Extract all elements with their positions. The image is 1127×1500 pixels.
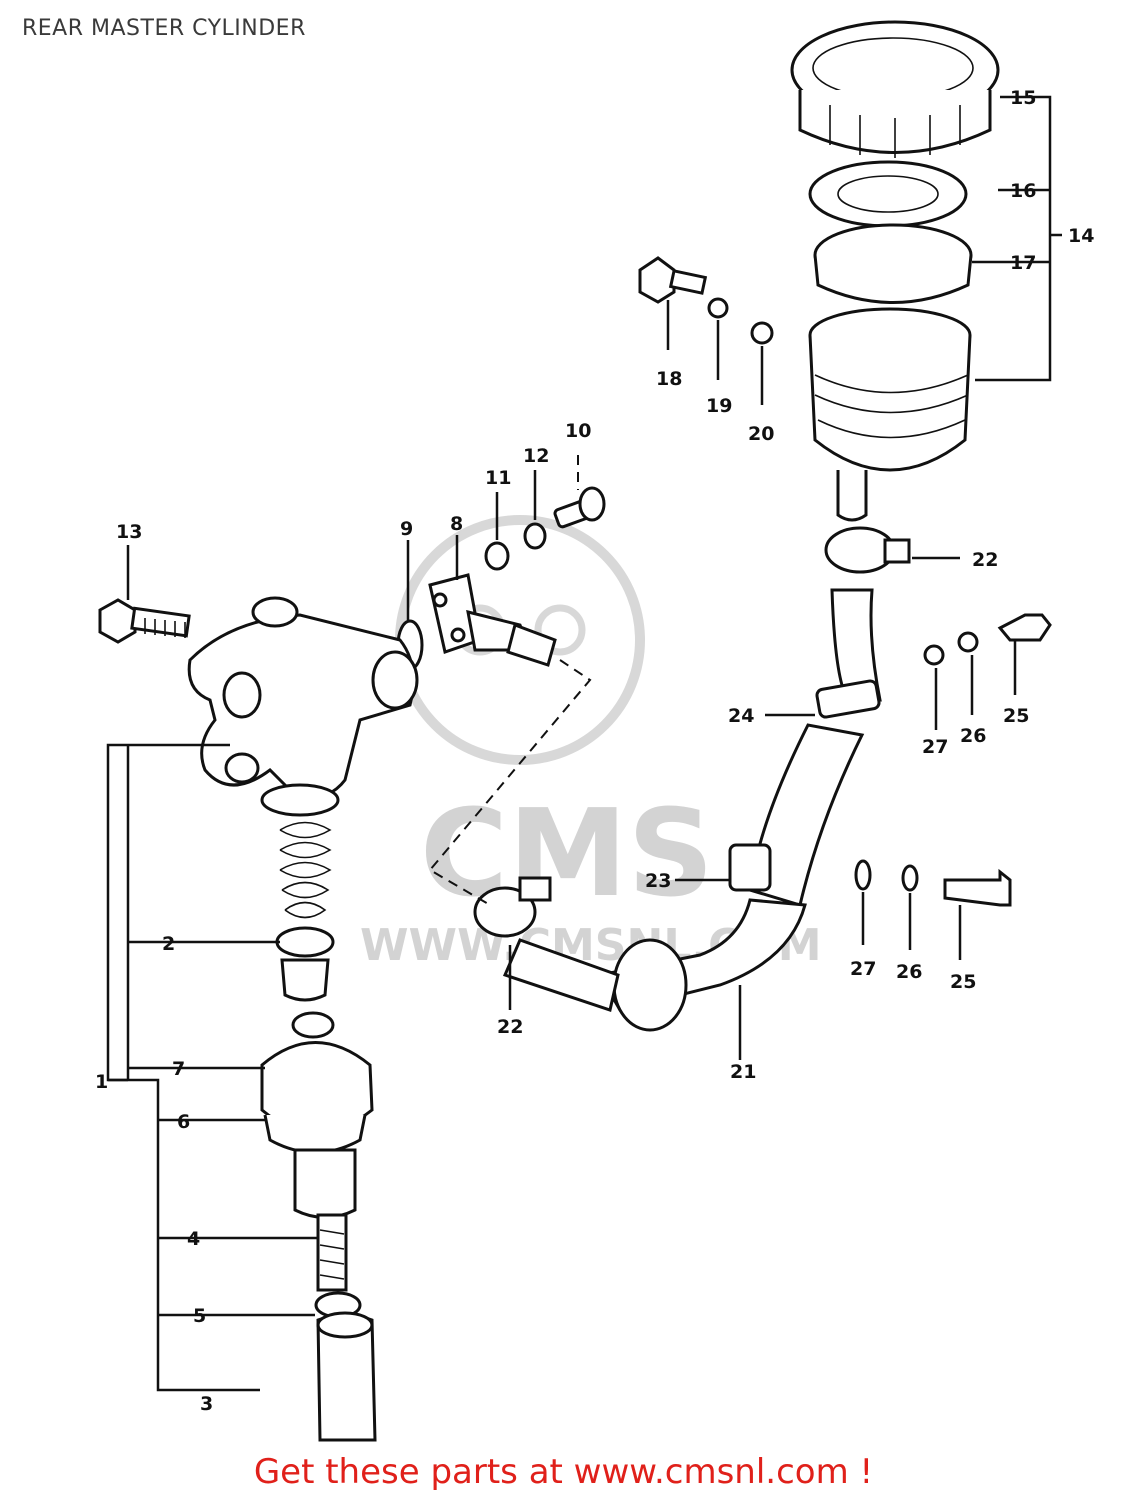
reservoir-assembly: [790, 20, 1000, 522]
callout-21: 21: [730, 1061, 756, 1083]
callout-labels: 1 2 3 4 5 6 7 8 9 10 11 12 13 14 15 16 1…: [95, 87, 1094, 1415]
reservoir-diaphragm: [808, 160, 968, 228]
callout-25-upper: 25: [1003, 705, 1029, 727]
footer-link[interactable]: Get these parts at www.cmsnl.com !: [253, 1452, 874, 1492]
washer-27-upper: [923, 644, 945, 666]
bracket-bolt-upper: [997, 613, 1052, 642]
callout-7: 7: [172, 1058, 185, 1080]
callout-22-upper: 22: [972, 549, 998, 571]
hose-clamp-23: [728, 843, 772, 892]
washer-11: [484, 541, 510, 571]
callout-5: 5: [193, 1305, 206, 1327]
callout-18: 18: [656, 368, 682, 390]
callout-13: 13: [116, 521, 142, 543]
callout-10: 10: [565, 420, 591, 442]
callout-23: 23: [645, 870, 671, 892]
washer-26-lower: [901, 864, 919, 892]
callout-20: 20: [748, 423, 774, 445]
callout-17: 17: [1010, 252, 1036, 274]
washer-12: [523, 522, 547, 550]
callout-6: 6: [177, 1111, 190, 1133]
piston-spring: [275, 821, 335, 1002]
hose-clamp-24: [815, 679, 881, 719]
inlet-connector: [428, 573, 557, 667]
bracket-bolt-lower: [943, 868, 1012, 907]
pivot-bolt: [98, 598, 191, 644]
callout-3: 3: [200, 1393, 213, 1415]
clevis: [316, 1311, 377, 1442]
master-cylinder-body: [187, 596, 419, 817]
callout-26-lower: 26: [896, 961, 922, 983]
reservoir-hose: [473, 526, 911, 1032]
reservoir-bolt: [638, 256, 708, 304]
callout-24: 24: [728, 705, 754, 727]
washer-20: [750, 321, 774, 345]
callout-27-lower: 27: [850, 958, 876, 980]
callout-9: 9: [400, 518, 413, 540]
callout-2: 2: [162, 933, 175, 955]
callout-16: 16: [1010, 180, 1036, 202]
callout-14: 14: [1068, 225, 1094, 247]
washer-19: [707, 297, 729, 319]
page-title: REAR MASTER CYLINDER: [22, 16, 306, 41]
callout-15: 15: [1010, 87, 1036, 109]
callout-19: 19: [706, 395, 732, 417]
callout-4: 4: [187, 1228, 200, 1250]
callout-8: 8: [450, 513, 463, 535]
washer-26-upper: [957, 631, 979, 653]
callout-27-upper: 27: [922, 736, 948, 758]
watermark-mascot-eye: [534, 604, 586, 656]
callout-22-lower: 22: [497, 1016, 523, 1038]
callout-1: 1: [95, 1071, 108, 1093]
callout-12: 12: [523, 445, 549, 467]
watermark-logo: CMS: [420, 785, 714, 924]
union-bolt: [553, 486, 606, 529]
reservoir-outlet: [836, 470, 868, 522]
piston-assembly: [260, 1011, 374, 1292]
washer-27-lower: [854, 859, 872, 891]
callout-26-upper: 26: [960, 725, 986, 747]
callout-25-lower: 25: [950, 971, 976, 993]
callout-11: 11: [485, 467, 511, 489]
